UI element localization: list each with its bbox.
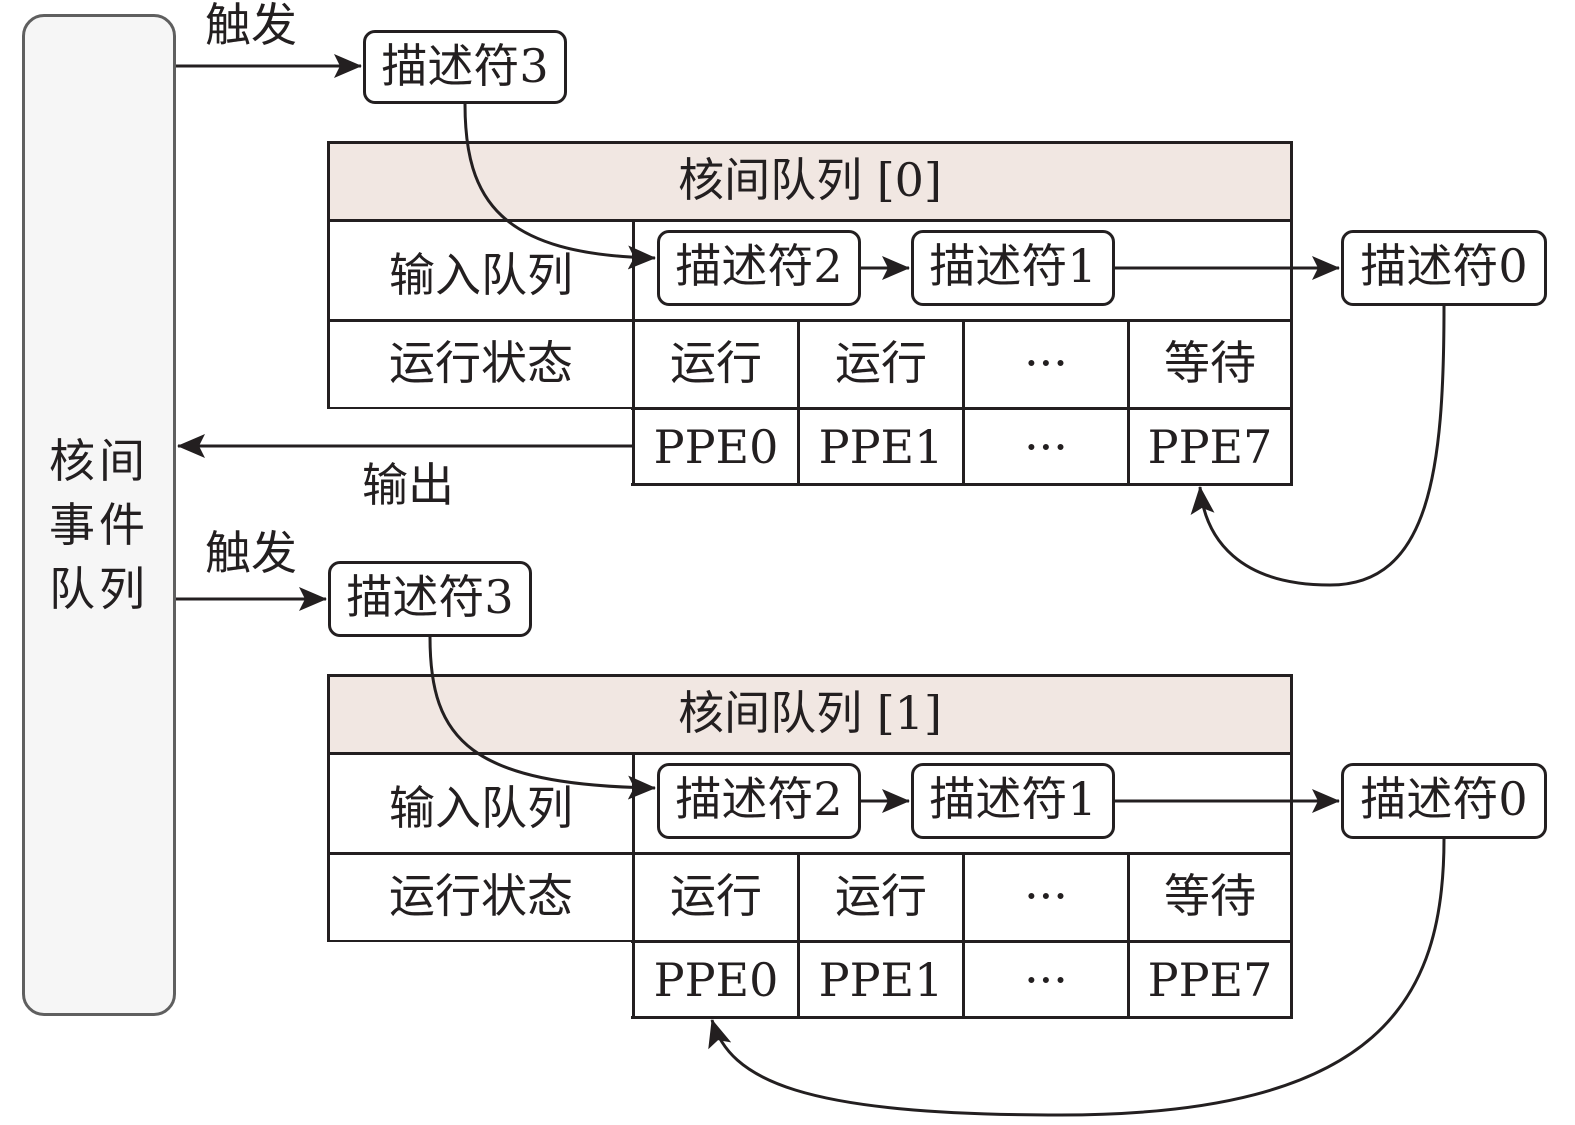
state-cell: 运行 <box>670 869 762 923</box>
descriptor-2-queue-1: 描述符2 <box>657 763 861 839</box>
event-queue-label-line: 队列 <box>49 562 149 616</box>
descriptor-1-queue-0: 描述符1 <box>911 230 1115 306</box>
trigger-label-1: 触发 <box>205 526 297 580</box>
divider <box>632 407 1290 410</box>
divider <box>1127 322 1130 483</box>
engine-cell: PPE7 <box>1147 953 1273 1007</box>
engine-cell: PPE1 <box>818 953 944 1007</box>
input-queue-label: 输入队列 <box>389 781 573 835</box>
table-gap <box>326 409 631 489</box>
event-queue-label-line: 事件 <box>49 498 149 552</box>
engine-cell: ··· <box>1024 420 1068 474</box>
event-queue-label: 核间 事件 队列 <box>44 429 154 621</box>
input-queue-label: 输入队列 <box>389 248 573 302</box>
state-cell: 等待 <box>1164 336 1256 390</box>
state-cell: 运行 <box>835 869 927 923</box>
inter-core-event-queue: 核间 事件 队列 <box>22 14 176 1016</box>
descriptor-3-queue-1: 描述符3 <box>328 561 532 637</box>
divider <box>632 752 635 1016</box>
descriptor-0-queue-0: 描述符0 <box>1341 230 1547 306</box>
engine-cell: ··· <box>1024 953 1068 1007</box>
run-state-label: 运行状态 <box>389 336 573 390</box>
state-cell: 运行 <box>670 336 762 390</box>
divider <box>330 852 1290 855</box>
descriptor-1-queue-1: 描述符1 <box>911 763 1115 839</box>
descriptor-3-queue-0: 描述符3 <box>363 30 567 104</box>
engine-cell: PPE0 <box>653 420 779 474</box>
queue-1-title: 核间队列 [1] <box>330 677 1290 755</box>
state-cell: 等待 <box>1164 869 1256 923</box>
event-queue-label-line: 核间 <box>49 434 149 488</box>
trigger-label-0: 触发 <box>205 0 297 52</box>
divider <box>797 322 800 483</box>
divider <box>330 407 635 410</box>
engine-cell: PPE7 <box>1147 420 1273 474</box>
state-cell: 运行 <box>835 336 927 390</box>
run-state-label: 运行状态 <box>389 869 573 923</box>
descriptor-0-queue-1: 描述符0 <box>1341 763 1547 839</box>
divider <box>962 322 965 483</box>
divider <box>330 319 1290 322</box>
queue-0-title: 核间队列 [0] <box>330 144 1290 222</box>
engine-cell: PPE0 <box>653 953 779 1007</box>
divider <box>632 219 635 483</box>
output-label: 输出 <box>362 458 454 512</box>
state-cell: ··· <box>1024 336 1068 390</box>
state-cell: ··· <box>1024 869 1068 923</box>
descriptor-2-queue-0: 描述符2 <box>657 230 861 306</box>
engine-cell: PPE1 <box>818 420 944 474</box>
table-gap <box>326 942 631 1022</box>
